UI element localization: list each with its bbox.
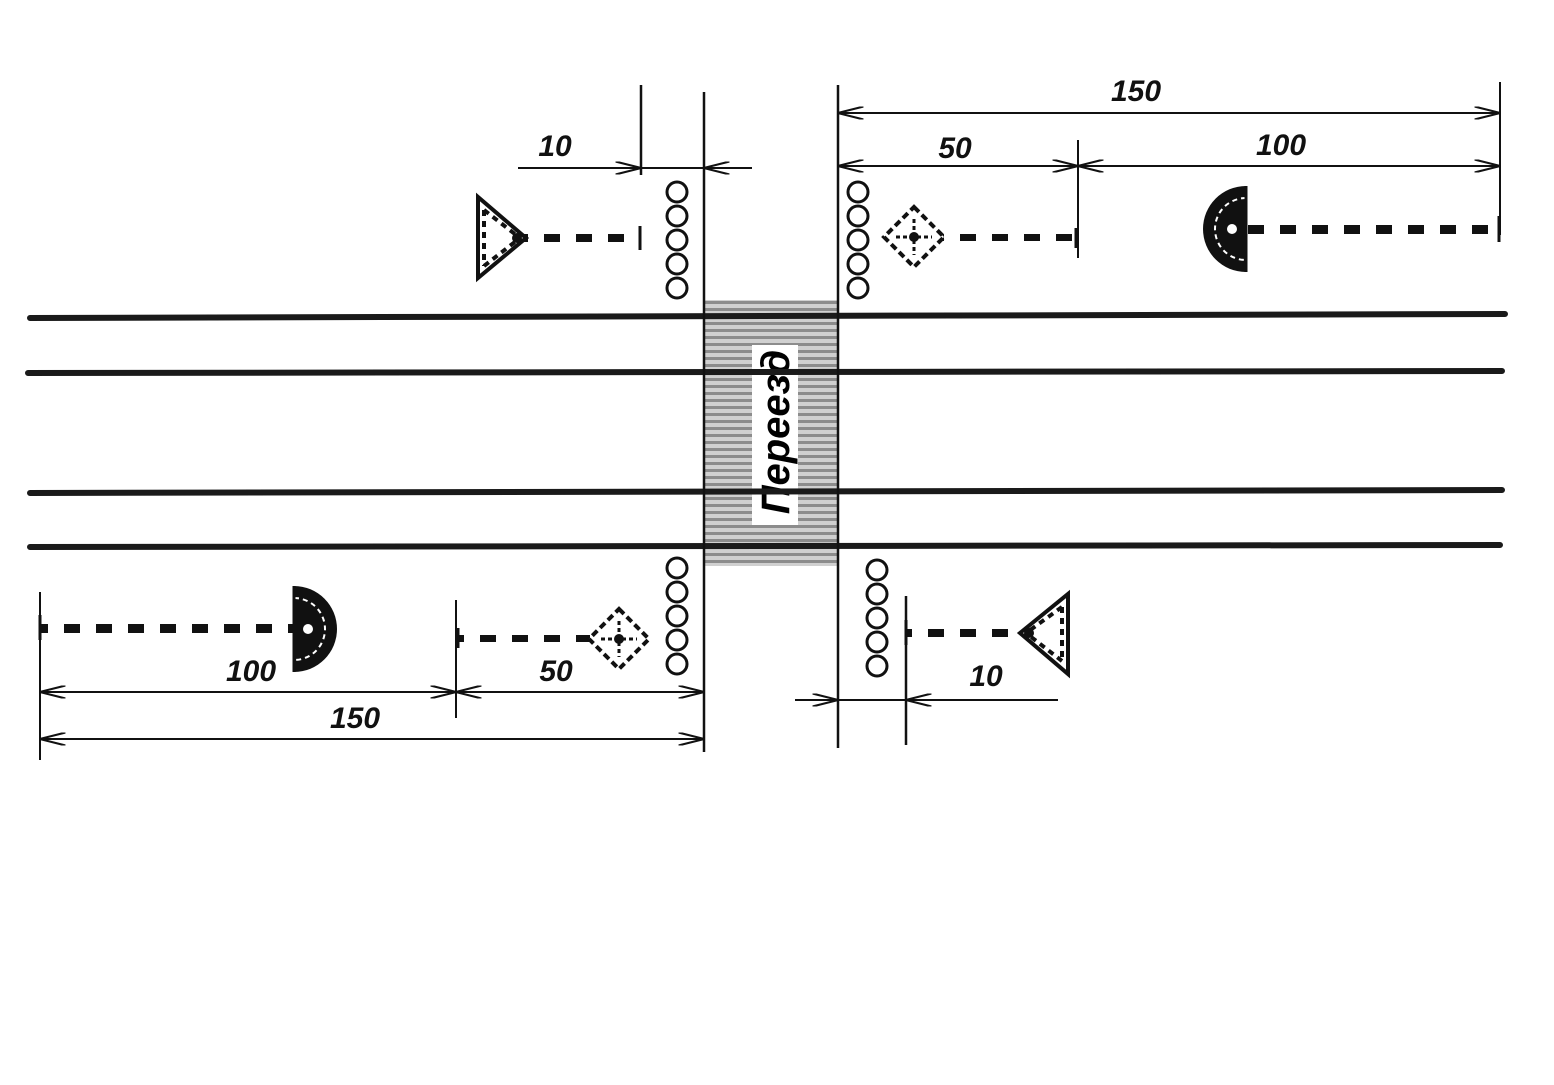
dimension-bottom-right-10: 10 <box>795 660 1058 700</box>
half-disc-signal-icon-bottom <box>38 586 337 672</box>
half-disc-signal-icon <box>1203 186 1501 272</box>
delineator-post-top-left <box>665 180 689 300</box>
rail-4 <box>27 542 1503 550</box>
rail-1 <box>27 311 1508 321</box>
delineator-post-bottom-right <box>865 558 889 678</box>
rail-3 <box>27 487 1505 496</box>
delineator-post-bottom-left <box>665 556 689 676</box>
dimension-top-right-150: 150 <box>839 75 1501 235</box>
dim-label-top-right-50: 50 <box>938 132 972 165</box>
dim-label-top-right-100: 100 <box>1256 129 1306 162</box>
dim-label-bottom-left-50: 50 <box>539 655 573 688</box>
diamond-sign-icon-bottom <box>456 606 652 672</box>
dimension-bottom-left-150: 150 <box>41 702 703 739</box>
dim-label-bottom-left-150: 150 <box>330 702 380 735</box>
dim-label-top-right-150: 150 <box>1111 75 1161 108</box>
dim-label-top-left-10: 10 <box>538 130 572 163</box>
crossing-label: Переезд <box>754 350 798 515</box>
dimension-top-left-10: 10 <box>518 130 752 168</box>
triangle-warning-sign-icon-bottom <box>904 589 1070 679</box>
rail-2 <box>25 368 1505 376</box>
tracks <box>25 311 1508 550</box>
triangle-warning-sign-icon <box>476 192 642 283</box>
dim-label-bottom-left-100: 100 <box>226 655 276 688</box>
diamond-sign-icon <box>881 204 1078 270</box>
dimension-bottom-left-100: 100 <box>39 592 457 760</box>
dimension-top-right-50: 50 <box>839 132 1079 258</box>
delineator-post-top-right <box>846 180 870 300</box>
dimension-top-right-100: 100 <box>1079 129 1499 166</box>
dimension-bottom-left-50: 50 <box>457 655 703 692</box>
dim-label-bottom-right-10: 10 <box>969 660 1003 693</box>
crossing-deck: Переезд <box>704 300 838 566</box>
